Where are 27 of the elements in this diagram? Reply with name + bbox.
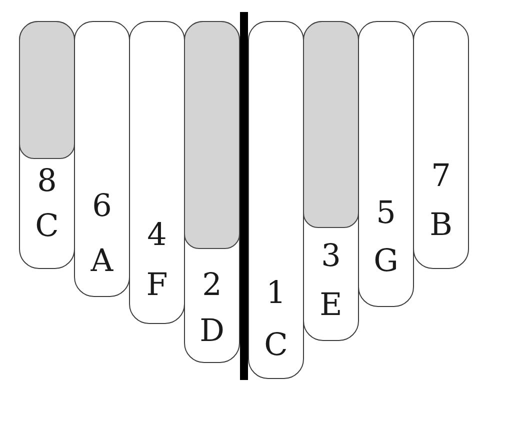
tine-key	[358, 21, 414, 307]
note-letter: B	[430, 210, 452, 241]
tine-number: 5	[376, 198, 396, 229]
tine-key	[74, 21, 130, 297]
tine-number: 4	[147, 220, 167, 251]
note-letter: D	[200, 316, 224, 347]
tine-key	[184, 21, 240, 363]
tine-key	[129, 21, 185, 324]
tine-number: 7	[431, 161, 451, 192]
tine-key	[303, 21, 359, 341]
note-letter: E	[320, 290, 342, 321]
tine-key	[413, 21, 469, 269]
note-letter: A	[90, 246, 114, 277]
tine-number: 8	[37, 166, 57, 197]
tine-number: 3	[321, 241, 341, 272]
shaded-tip	[18, 20, 75, 159]
note-letter: C	[264, 330, 288, 361]
tine-key	[19, 21, 75, 269]
tine-number: 6	[92, 191, 112, 222]
note-letter: C	[35, 211, 59, 242]
shaded-tip	[184, 20, 240, 249]
tine-number: 1	[266, 278, 286, 309]
tine-key	[248, 21, 304, 379]
tine-number: 2	[202, 270, 222, 301]
note-letter: F	[146, 270, 168, 301]
shaded-tip	[302, 20, 359, 228]
note-letter: G	[374, 246, 398, 277]
